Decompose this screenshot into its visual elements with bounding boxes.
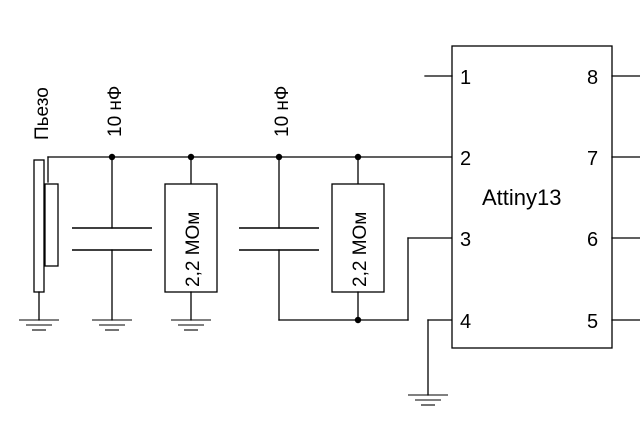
- junction-dot: [354, 316, 362, 324]
- chip-label: Attiny13: [482, 185, 562, 210]
- junction-dot: [187, 153, 195, 161]
- capacitor-1-label: 10 нФ: [105, 86, 126, 137]
- ground-symbol-4: [408, 319, 453, 406]
- ground-symbol-1: [19, 319, 59, 331]
- piezo-label: Пьезо: [32, 87, 53, 140]
- pin-number-8: 8: [587, 67, 598, 89]
- ground-symbol-2: [92, 319, 132, 331]
- junction-dot: [354, 153, 362, 161]
- capacitor-2: [239, 156, 319, 321]
- resistor-2-label: 2,2 МОм: [350, 212, 371, 287]
- resistor-2: [331, 156, 385, 321]
- pin3-net: [278, 237, 453, 321]
- capacitor-2-label: 10 нФ: [272, 86, 293, 137]
- pin-number-7: 7: [587, 148, 598, 170]
- pin-number-6: 6: [587, 229, 598, 251]
- attiny13-chip: [424, 45, 640, 349]
- junction-dot: [275, 153, 283, 161]
- pin-number-5: 5: [587, 311, 598, 333]
- resistor-1-label: 2,2 МОм: [183, 212, 204, 287]
- ground-symbol-3: [171, 319, 211, 331]
- piezo-element: [33, 159, 59, 321]
- signal-net: [47, 156, 453, 183]
- pin-number-4: 4: [460, 311, 471, 333]
- pin-number-3: 3: [460, 229, 471, 251]
- pin-number-1: 1: [460, 67, 471, 89]
- junction-dot: [108, 153, 116, 161]
- resistor-1: [164, 156, 218, 321]
- capacitor-1: [72, 156, 152, 321]
- pin-number-2: 2: [460, 148, 471, 170]
